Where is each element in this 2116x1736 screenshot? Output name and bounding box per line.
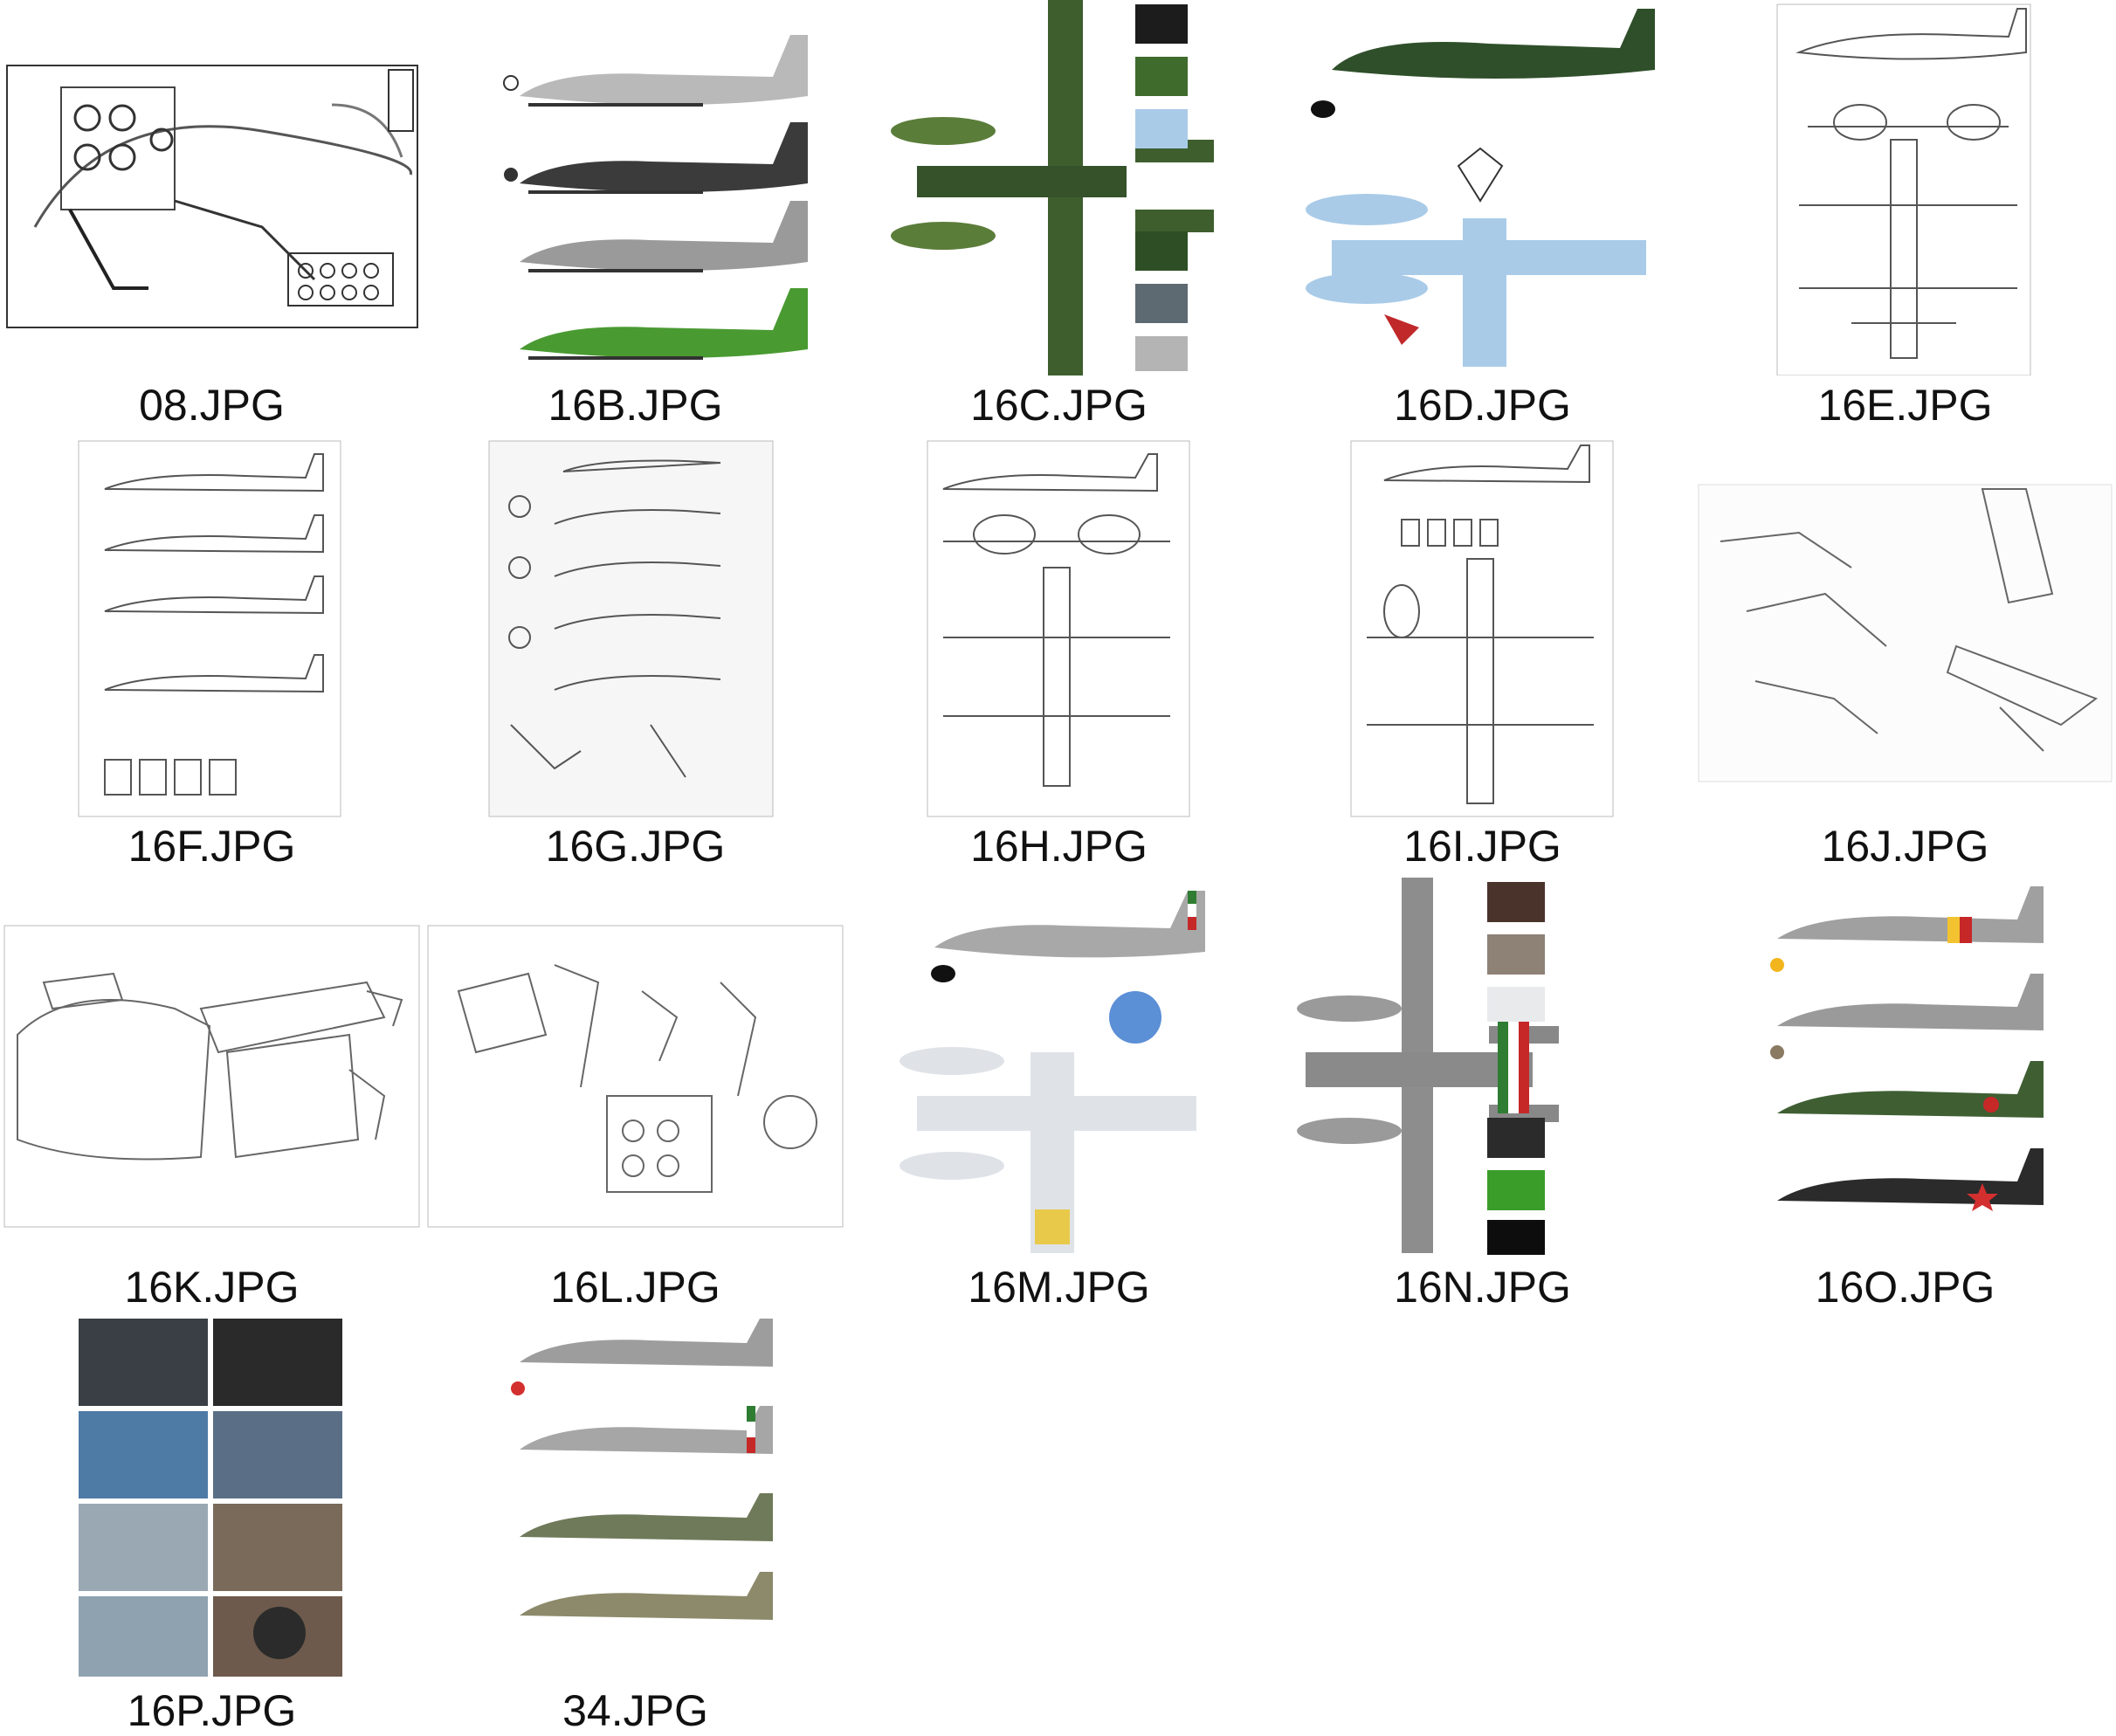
thumbnail-tile[interactable]: 16N.JPG	[1271, 878, 1694, 1319]
thumbnail-tile[interactable]: 34.JPG	[424, 1319, 847, 1735]
thumbnail-tile[interactable]: 16P.JPG	[0, 1319, 424, 1735]
thumbnail-filename[interactable]: 16P.JPG	[127, 1686, 297, 1735]
thumbnail-image	[847, 878, 1271, 1262]
thumbnail-tile[interactable]: 16M.JPG	[847, 878, 1271, 1319]
thumbnail-filename[interactable]: 16N.JPG	[1394, 1263, 1571, 1312]
thumbnail-filename[interactable]: 16L.JPG	[550, 1263, 720, 1312]
thumbnail-filename[interactable]: 34.JPG	[562, 1686, 708, 1735]
thumbnail-image	[0, 1319, 424, 1685]
thumbnail-filename[interactable]: 16H.JPG	[970, 822, 1148, 871]
thumbnail-image	[1694, 878, 2116, 1262]
thumbnail-filename[interactable]: 16I.JPG	[1403, 822, 1561, 871]
thumbnail-filename[interactable]: 16J.JPG	[1821, 822, 1989, 871]
thumbnail-image	[424, 1319, 847, 1685]
thumbnail-tile[interactable]: 16B.JPG	[424, 0, 847, 437]
thumbnail-image	[0, 878, 424, 1262]
thumbnail-image	[424, 0, 847, 375]
thumbnail-tile[interactable]: 08.JPG	[0, 0, 424, 437]
thumbnail-filename[interactable]: 16O.JPG	[1815, 1263, 1995, 1312]
thumbnail-tile[interactable]: 16C.JPG	[847, 0, 1271, 437]
thumbnail-image	[847, 0, 1271, 375]
thumbnail-image	[424, 437, 847, 821]
thumbnail-filename[interactable]: 08.JPG	[139, 381, 285, 430]
thumbnail-filename[interactable]: 16K.JPG	[124, 1263, 300, 1312]
thumbnail-tile[interactable]: 16L.JPG	[424, 878, 847, 1319]
thumbnail-tile[interactable]: 16E.JPG	[1694, 0, 2116, 437]
thumbnail-tile[interactable]: 16F.JPG	[0, 437, 424, 878]
thumbnail-tile[interactable]: 16D.JPG	[1271, 0, 1694, 437]
thumbnail-image	[424, 878, 847, 1262]
thumbnail-image	[1271, 878, 1694, 1262]
thumbnail-filename[interactable]: 16E.JPG	[1817, 381, 1993, 430]
thumbnail-filename[interactable]: 16B.JPG	[548, 381, 723, 430]
thumbnail-tile[interactable]: 16H.JPG	[847, 437, 1271, 878]
thumbnail-image	[1271, 437, 1694, 821]
thumbnail-tile[interactable]: 16K.JPG	[0, 878, 424, 1319]
thumbnail-filename[interactable]: 16G.JPG	[545, 822, 726, 871]
thumbnail-tile[interactable]: 16O.JPG	[1694, 878, 2116, 1319]
thumbnail-image	[0, 0, 424, 375]
thumbnail-image	[1694, 0, 2116, 375]
thumbnail-image	[847, 437, 1271, 821]
thumbnail-filename[interactable]: 16F.JPG	[128, 822, 296, 871]
thumbnail-tile[interactable]: 16I.JPG	[1271, 437, 1694, 878]
thumbnail-filename[interactable]: 16D.JPG	[1394, 381, 1571, 430]
thumbnail-image	[0, 437, 424, 821]
thumbnail-image	[1694, 437, 2116, 821]
thumbnail-tile[interactable]: 16J.JPG	[1694, 437, 2116, 878]
thumbnail-filename[interactable]: 16M.JPG	[968, 1263, 1150, 1312]
thumbnail-image	[1271, 0, 1694, 375]
thumbnail-tile[interactable]: 16G.JPG	[424, 437, 847, 878]
thumbnail-filename[interactable]: 16C.JPG	[970, 381, 1148, 430]
